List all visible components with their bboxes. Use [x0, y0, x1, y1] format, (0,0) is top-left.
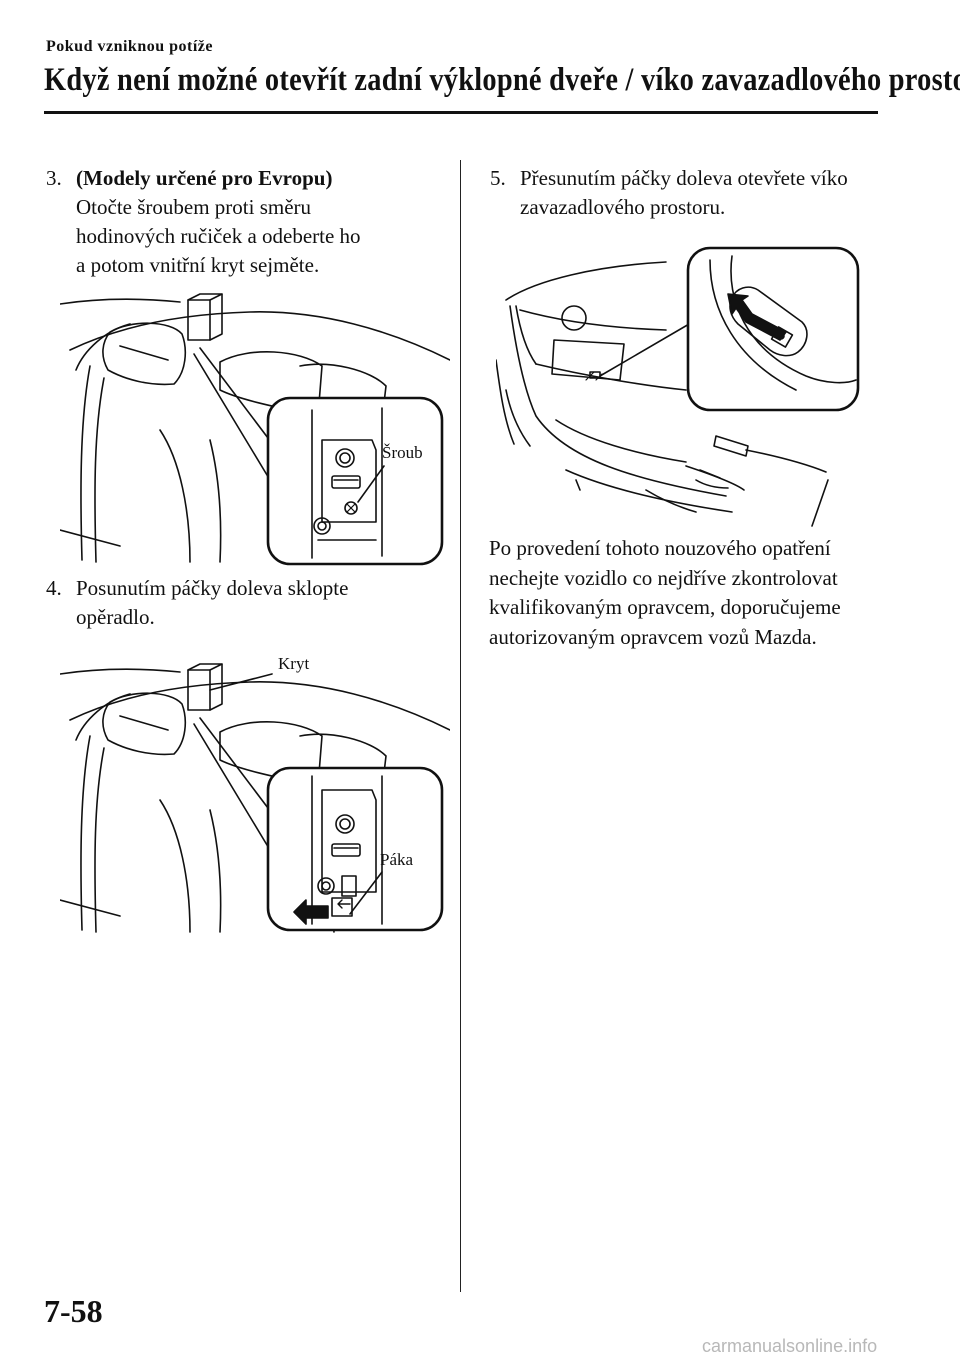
label-lever: Páka — [380, 850, 414, 869]
step-line: Přesunutím páčky doleva otevřete víko — [520, 166, 848, 190]
step-heading: (Modely určené pro Evropu) — [76, 166, 333, 190]
step-line: Otočte šroubem proti směru — [76, 195, 312, 219]
figure-seat-lever — [60, 660, 450, 938]
paragraph-line: autorizovaným opravcem vozů Mazda. — [489, 624, 817, 649]
figure-seat-screw — [60, 290, 450, 570]
step-line: Posunutím páčky doleva sklopte — [76, 576, 349, 600]
step-4: 4. Posunutím páčky doleva sklopte opěrad… — [46, 574, 446, 634]
closing-paragraph: Po provedení tohoto nouzového opatření n… — [489, 534, 879, 652]
step-line: zavazadlového prostoru. — [520, 195, 726, 219]
step-number: 4. — [46, 576, 62, 600]
paragraph-line: kvalifikovaným opravcem, doporučujeme — [489, 595, 841, 619]
section-title: Pokud vzniknou potíže — [46, 38, 213, 55]
paragraph-line: Po provedení tohoto nouzového opatření — [489, 536, 831, 560]
label-screw: Šroub — [382, 443, 423, 462]
step-3: 3. (Modely určené pro Evropu) Otočte šro… — [46, 164, 446, 284]
page-title: Když není možné otevřít zadní výklopné d… — [44, 62, 960, 98]
page-number: 7-58 — [44, 1293, 103, 1329]
figure-trunk-release — [496, 240, 866, 530]
step-number: 3. — [46, 166, 62, 190]
step-line: opěradlo. — [76, 605, 155, 629]
step-5: 5. Přesunutím páčky doleva otevřete víko… — [490, 164, 890, 224]
column-divider — [460, 160, 461, 1292]
step-number: 5. — [490, 166, 506, 190]
watermark: carmanualsonline.info — [702, 1336, 878, 1356]
step-line: a potom vnitřní kryt sejměte. — [76, 253, 320, 277]
label-cover: Kryt — [278, 654, 310, 673]
step-line: hodinových ručiček a odeberte ho — [76, 224, 361, 248]
paragraph-line: nechejte vozidlo co nejdříve zkontrolova… — [489, 565, 838, 590]
header-divider — [44, 111, 878, 114]
